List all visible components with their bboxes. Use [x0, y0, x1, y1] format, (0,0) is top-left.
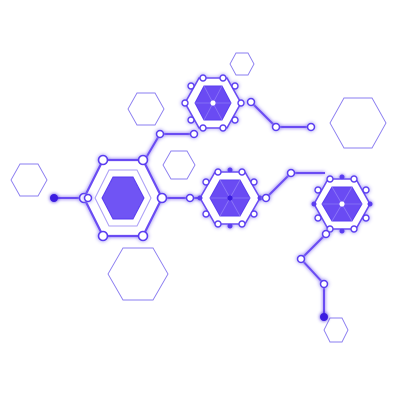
chain-node: [319, 279, 329, 289]
deco-hexagon-left-mid: [162, 150, 196, 180]
left-spur-end-dot: [50, 194, 58, 202]
top-hexagon-facets: [195, 85, 231, 121]
chain-node: [83, 193, 93, 203]
connector-nodes: [50, 97, 331, 321]
top-hexagon-ring-nodes: [181, 74, 245, 132]
chain-node: [185, 193, 195, 203]
chain-node: [271, 122, 281, 132]
deco-hexagon-bottom-right-small: [323, 317, 349, 343]
deco-hexagon-top-small: [229, 52, 255, 76]
right-hexagon-center-dot: [339, 201, 345, 207]
middle-hexagon-center-dot: [227, 195, 233, 201]
chain-node: [189, 129, 199, 139]
right-hexagon-ring-nodes: [314, 175, 370, 233]
right-hexagon-solid-nodes: [311, 174, 373, 234]
hexagon-cluster-middle: [197, 167, 263, 229]
chain-node: [286, 168, 296, 178]
hexagon-cluster-right: [311, 174, 373, 234]
chain-node: [246, 97, 256, 107]
deco-hexagon-right-large: [329, 97, 387, 149]
large-hexagon-core: [101, 176, 145, 220]
large-hexagon-vertex-nodes: [78, 154, 168, 242]
connector-big-to-top: [142, 133, 194, 164]
chain-node: [261, 193, 271, 203]
middle-hexagon-facets: [210, 179, 250, 217]
deco-hexagon-bottom-left-large: [107, 247, 169, 301]
connector-top-right-chain: [250, 101, 311, 128]
chain-node: [155, 129, 165, 139]
deco-hexagon-far-left: [10, 163, 48, 197]
chain-node: [306, 122, 316, 132]
large-hexagon-mid: [94, 169, 152, 227]
decorative-hexagons: [10, 52, 387, 343]
middle-hexagon-solid-nodes: [197, 167, 263, 229]
hexagon-cluster-large: [78, 154, 168, 242]
connector-right-down-chain: [299, 233, 327, 317]
bottom-chain-end-dot: [320, 313, 328, 321]
top-hexagon-center-dot: [210, 100, 216, 106]
middle-hexagon-ring-nodes: [202, 168, 258, 228]
connector-middle-to-right: [265, 172, 325, 199]
chain-node: [321, 229, 331, 239]
chain-node: [296, 254, 306, 264]
hexagon-cluster-top: [181, 74, 245, 132]
right-hexagon-facets: [322, 186, 362, 222]
deco-hexagon-left-top: [127, 92, 165, 126]
